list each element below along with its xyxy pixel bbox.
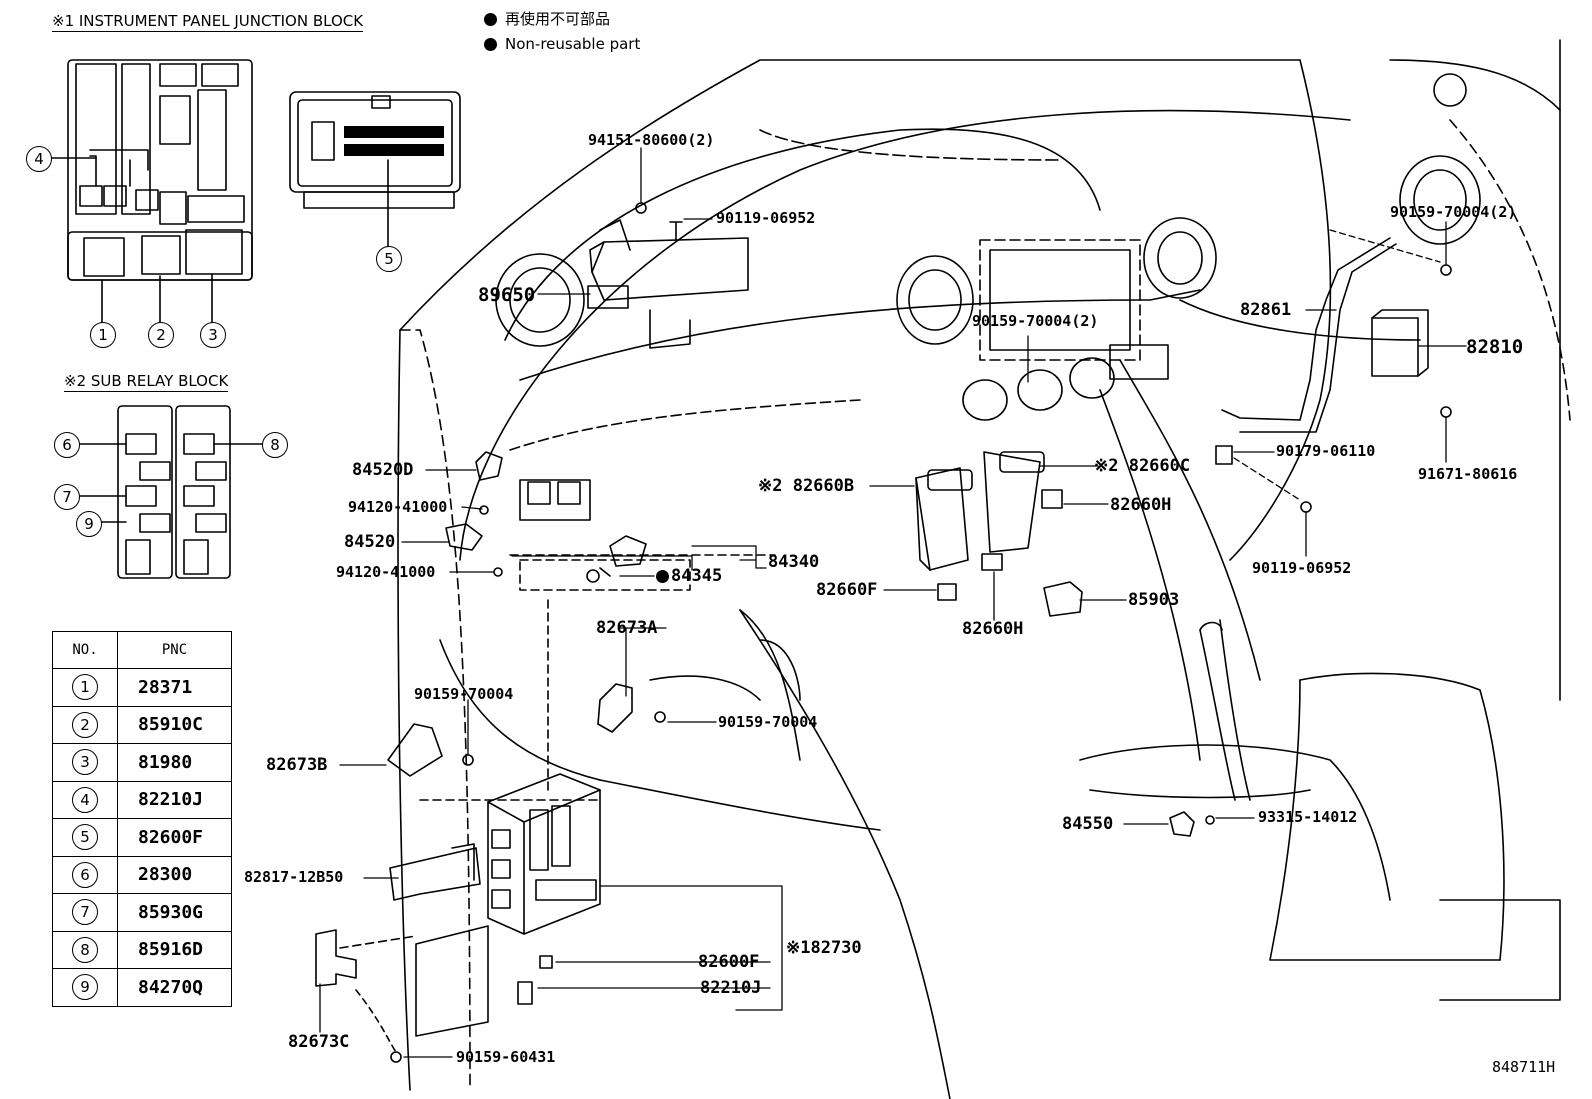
table-row: 7 85930G — [52, 893, 232, 932]
table-row: 4 82210J — [52, 780, 232, 819]
parts-drawing — [315, 202, 1452, 1063]
dashboard-drawing — [397, 39, 1571, 1099]
row-pnc: 85916D — [117, 930, 232, 969]
table-row: 5 82600F — [52, 818, 232, 857]
callout-5: 5 — [376, 246, 402, 272]
non-reusable-dot-icon — [656, 569, 669, 583]
row-pnc: 28300 — [117, 855, 232, 894]
table-row: 3 81980 — [52, 743, 232, 782]
row-number: 9 — [72, 974, 98, 1001]
label-82600f: 82600F — [698, 952, 760, 972]
callout-6: 6 — [54, 432, 80, 458]
label-84520d: 84520D — [352, 460, 414, 480]
label-90159-70004-a: 90159-70004 — [414, 685, 514, 703]
row-pnc: 82210J — [117, 780, 232, 819]
table-row: 9 84270Q — [52, 968, 232, 1007]
row-pnc: 84270Q — [117, 968, 232, 1007]
callout-4: 4 — [26, 146, 52, 172]
label-85903: 85903 — [1128, 590, 1180, 610]
label-84345: 84345 — [656, 568, 722, 585]
legend-jp: 再使用不可部品 — [484, 12, 610, 27]
label-82817-12b50: 82817-12B50 — [244, 868, 344, 886]
label-84520: 84520 — [344, 532, 396, 552]
label-94120-41000-b: 94120-41000 — [336, 563, 436, 581]
callout-9: 9 — [76, 511, 102, 537]
table-row: 2 85910C — [52, 705, 232, 744]
label-90119-06952-a: 90119-06952 — [716, 209, 816, 227]
label-90159-60431: 90159-60431 — [456, 1048, 556, 1066]
junction-block-drawing — [51, 59, 253, 323]
row-pnc: 81980 — [117, 743, 232, 782]
header-no: NO. — [52, 631, 118, 669]
label-82660f: 82660F — [816, 580, 878, 600]
label-93315-14012: 93315-14012 — [1258, 808, 1358, 826]
header-pnc: PNC — [117, 631, 232, 669]
label-91671-80616: 91671-80616 — [1418, 465, 1518, 483]
label-90159-70004-b: 90159-70004 — [718, 713, 818, 731]
row-number: 5 — [72, 824, 98, 851]
label-82673a: 82673A — [596, 618, 658, 638]
label-84550: 84550 — [1062, 814, 1114, 834]
sub-relay-drawing — [79, 405, 263, 579]
label-82861: 82861 — [1240, 300, 1292, 320]
label-82810: 82810 — [1466, 336, 1524, 358]
callout-1: 1 — [90, 322, 116, 348]
ecu-module-drawing — [289, 91, 461, 247]
sub-relay-title: ※2 SUB RELAY BLOCK — [64, 372, 229, 392]
callout-8: 8 — [262, 432, 288, 458]
leader-lines — [319, 147, 1467, 1058]
label-94120-41000-a: 94120-41000 — [348, 498, 448, 516]
row-number: 4 — [72, 786, 98, 813]
callout-2: 2 — [148, 322, 174, 348]
label-90119-06952-b: 90119-06952 — [1252, 559, 1352, 577]
label-84340: 84340 — [768, 552, 820, 572]
callout-7: 7 — [54, 484, 80, 510]
label-82730: ※182730 — [786, 938, 862, 958]
row-pnc: 82600F — [117, 818, 232, 857]
junction-block-title: ※1 INSTRUMENT PANEL JUNCTION BLOCK — [52, 12, 364, 32]
row-pnc: 85930G — [117, 893, 232, 932]
row-number: 7 — [72, 899, 98, 926]
legend-en: Non-reusable part — [484, 37, 640, 52]
table-row: 1 28371 — [52, 668, 232, 707]
row-number: 1 — [72, 674, 98, 701]
row-number: 8 — [72, 936, 98, 963]
label-82673b: 82673B — [266, 755, 328, 775]
label-82660b: ※2 82660B — [758, 476, 855, 496]
table-row: 8 85916D — [52, 930, 232, 969]
table-row: 6 28300 — [52, 855, 232, 894]
label-82210j: 82210J — [700, 978, 762, 998]
non-reusable-dot-icon — [484, 13, 497, 26]
label-89650: 89650 — [478, 284, 536, 306]
row-number: 2 — [72, 711, 98, 738]
label-82673c: 82673C — [288, 1032, 350, 1052]
label-82660h: 82660H — [1110, 495, 1172, 515]
non-reusable-dot-icon — [484, 38, 497, 51]
callout-3: 3 — [200, 322, 226, 348]
pnc-table-header: NO. PNC — [52, 631, 232, 669]
row-pnc: 28371 — [117, 668, 232, 707]
row-number: 6 — [72, 861, 98, 888]
row-number: 3 — [72, 749, 98, 776]
label-90159-70004-center: 90159-70004(2) — [972, 312, 1099, 330]
label-82660c: ※2 82660C — [1094, 456, 1191, 476]
label-90159-70004-right: 90159-70004(2) — [1390, 203, 1517, 221]
label-82660h-lower: 82660H — [962, 619, 1024, 639]
row-pnc: 85910C — [117, 705, 232, 744]
label-94151-80600: 94151-80600(2) — [588, 131, 715, 149]
label-90179-06110: 90179-06110 — [1276, 442, 1376, 460]
figure-id: 848711H — [1492, 1058, 1556, 1076]
